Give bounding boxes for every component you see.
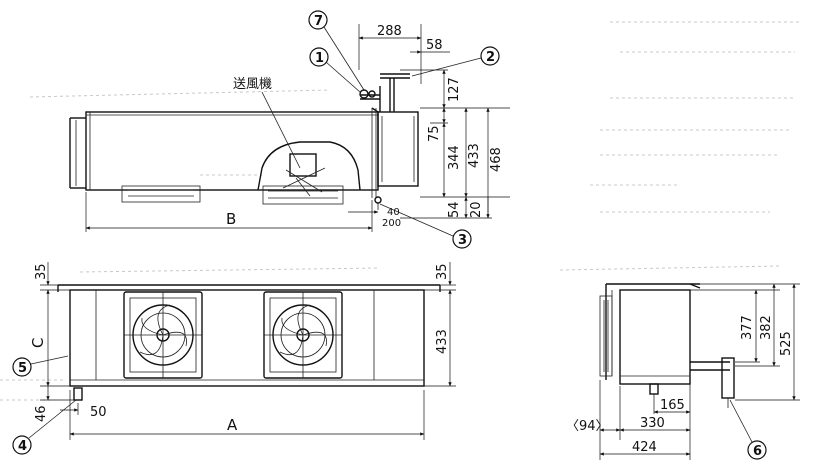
dim-35-left: 35 (34, 263, 49, 280)
side-view: 377 382 525 165 〈94〉 330 424 6 (566, 283, 800, 460)
callout-6: 6 (753, 444, 762, 459)
dim-75: 75 (427, 125, 442, 142)
side-drain (649, 383, 659, 395)
front-casing (69, 289, 425, 387)
dim-54: 54 (447, 201, 462, 218)
dim-288: 288 (377, 24, 402, 39)
dim-40: 40 (387, 207, 400, 218)
dim-58: 58 (426, 38, 443, 53)
dim-165: 165 (660, 398, 685, 413)
callout-3: 3 (458, 233, 467, 248)
coil-header-box (377, 111, 419, 187)
dim-C: C (29, 338, 47, 348)
side-fan-guard (599, 295, 613, 377)
valve (359, 89, 369, 99)
right-fan-bracket (262, 185, 344, 205)
callout-7-circle (308, 10, 328, 30)
dim-382: 382 (759, 315, 774, 340)
dim-20: 20 (469, 201, 484, 218)
callout-4: 4 (18, 439, 27, 454)
dim-46: 46 (34, 405, 49, 422)
dim-94: 〈94〉 (566, 419, 609, 434)
fan-guard-right (263, 291, 343, 379)
drain-fitting (374, 196, 382, 204)
callout-7: 7 (314, 14, 323, 29)
left-fan-bracket (121, 185, 201, 203)
dim-525: 525 (779, 331, 794, 356)
callout-6-circle (747, 440, 767, 460)
top-view: 送風機 288 58 127 75 344 433 468 54 20 40 2… (69, 10, 510, 249)
dim-424: 424 (632, 440, 657, 455)
dim-433: 433 (467, 143, 482, 168)
fan-label: 送風機 (233, 77, 272, 92)
top-casing (85, 111, 379, 191)
dim-433-front: 433 (435, 329, 450, 354)
dim-377: 377 (740, 315, 755, 340)
callout-4-circle (12, 435, 32, 455)
dim-B: B (226, 210, 236, 228)
fan-housing (257, 141, 361, 191)
dim-344: 344 (447, 145, 462, 170)
fan-motor (289, 153, 317, 177)
dim-127: 127 (447, 77, 462, 102)
dim-330: 330 (640, 416, 665, 431)
callout-2-circle (480, 46, 500, 66)
callout-2: 2 (486, 50, 495, 65)
front-drain (73, 387, 83, 401)
callout-5: 5 (18, 361, 27, 376)
dim-200: 200 (382, 218, 401, 229)
side-casing (619, 289, 691, 385)
background-noise (0, 21, 800, 401)
callout-5-circle (12, 357, 32, 377)
fan-guard-left (123, 291, 203, 379)
dim-50: 50 (90, 405, 107, 420)
dim-A: A (227, 416, 238, 434)
callout-3-circle (452, 229, 472, 249)
callout-1: 1 (315, 51, 324, 66)
front-view: 35 C 35 433 46 50 A 5 4 (12, 262, 456, 455)
dim-468: 468 (489, 147, 504, 172)
dim-35-right: 35 (435, 263, 450, 280)
callout-1-circle (309, 47, 329, 67)
